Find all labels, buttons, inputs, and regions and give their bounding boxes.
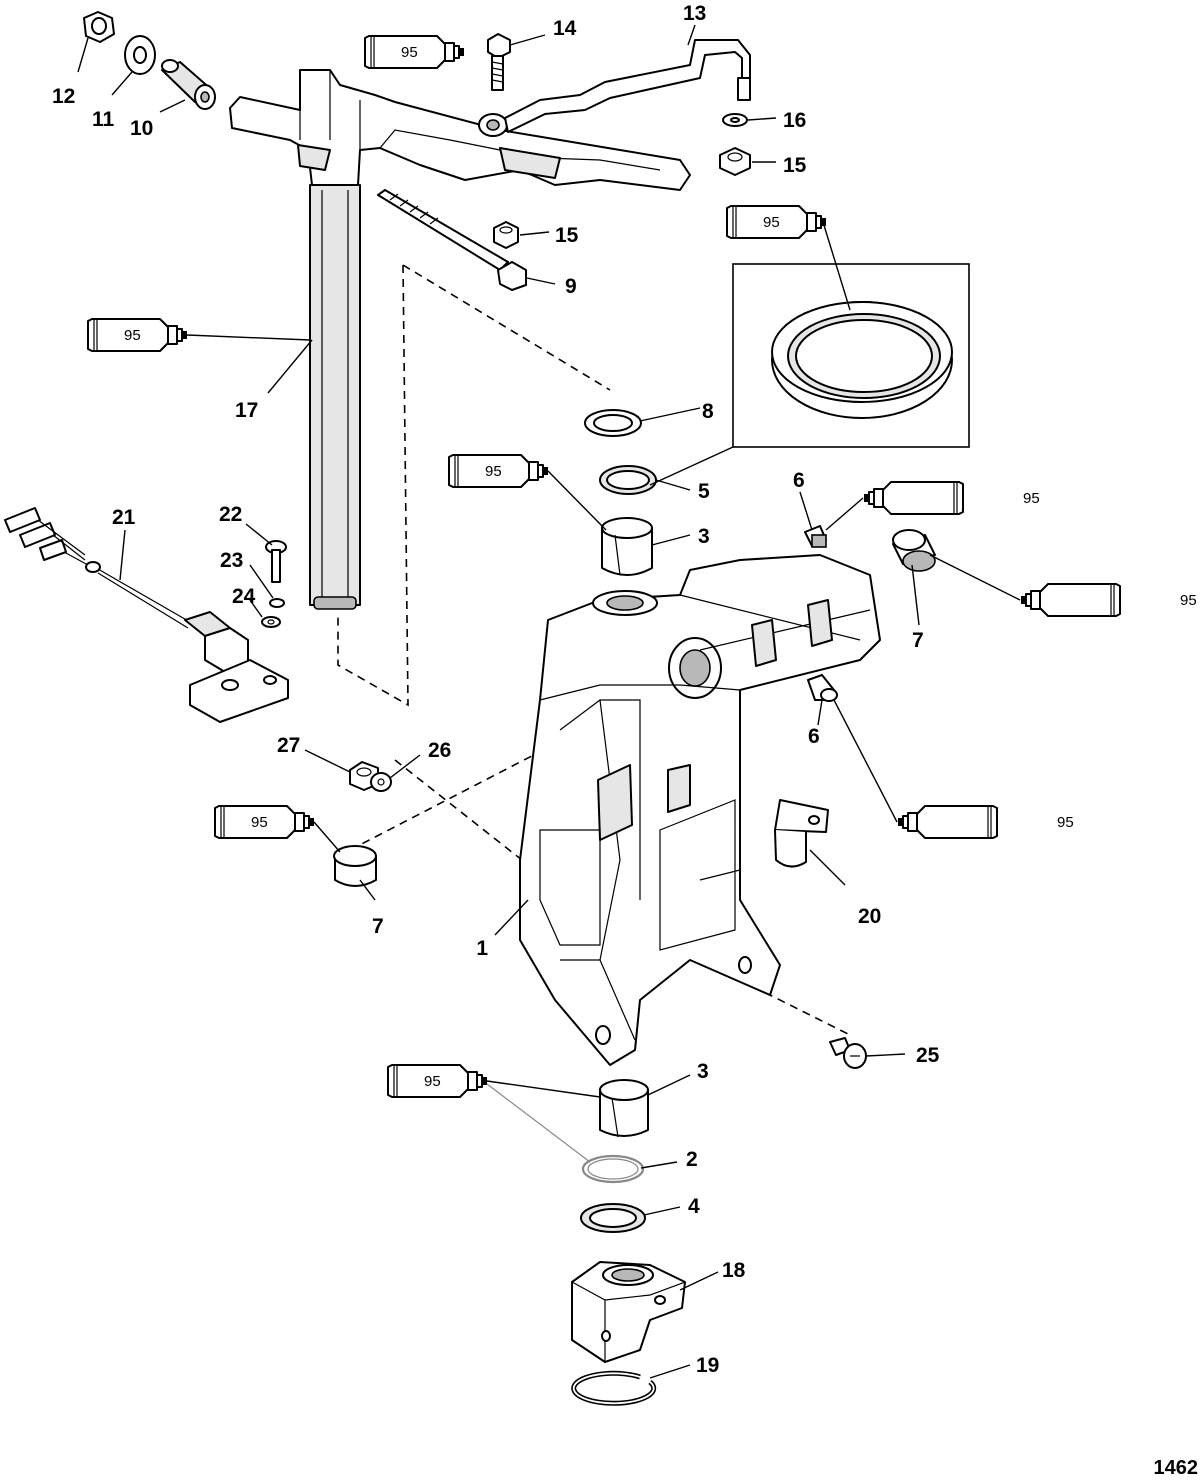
callout-15-right: 15 bbox=[783, 154, 807, 177]
bushing-7-left bbox=[333, 845, 377, 887]
sealant-tube-label: 95 bbox=[763, 214, 780, 231]
bolt-14 bbox=[487, 33, 511, 91]
callout-8: 8 bbox=[702, 400, 714, 423]
sealant-tube-95-fitting-upper: 95 bbox=[863, 481, 1040, 515]
sealant-tube-label: 95 bbox=[251, 814, 268, 831]
callout-15-upper: 15 bbox=[555, 224, 579, 247]
bushing-3-lower bbox=[599, 1079, 649, 1138]
callout-17: 17 bbox=[235, 399, 258, 422]
bushing-7-right bbox=[892, 529, 936, 572]
callout-14: 14 bbox=[553, 17, 577, 40]
callout-9: 9 bbox=[565, 275, 577, 298]
swivel-bracket bbox=[519, 554, 881, 1066]
callout-20: 20 bbox=[858, 905, 881, 928]
callout-7-left: 7 bbox=[372, 915, 384, 938]
bushing-3-upper bbox=[601, 517, 653, 576]
sealant-tube-label: 95 bbox=[401, 44, 418, 61]
callout-3-lower: 3 bbox=[697, 1060, 709, 1083]
washer-26 bbox=[370, 772, 392, 792]
callout-26: 26 bbox=[428, 739, 451, 762]
snap-ring-19 bbox=[571, 1370, 657, 1406]
sealant-tube-95-arm: 95 bbox=[87, 318, 188, 352]
callout-6-upper: 6 bbox=[793, 469, 805, 492]
sealant-tube-95-bushing-left: 95 bbox=[214, 805, 315, 839]
trim-sensor-21 bbox=[4, 507, 289, 723]
callout-3-upper: 3 bbox=[698, 525, 710, 548]
callout-11: 11 bbox=[92, 108, 115, 131]
sealant-tube-95-top: 95 bbox=[364, 35, 465, 69]
sealant-tube-label: 95 bbox=[485, 463, 502, 480]
bushing-10 bbox=[161, 59, 216, 110]
callout-22: 22 bbox=[219, 503, 242, 526]
nut-15-right bbox=[719, 147, 751, 176]
sealant-tube-label: 95 bbox=[1057, 814, 1074, 831]
washer-8 bbox=[584, 409, 642, 437]
washer-16 bbox=[722, 113, 748, 127]
sealant-tube-label: 95 bbox=[1023, 490, 1040, 507]
steering-yoke-18 bbox=[571, 1261, 686, 1363]
nut-15-upper bbox=[493, 221, 519, 249]
long-bolt bbox=[377, 189, 527, 291]
sealant-tube-95-seal: 95 bbox=[726, 205, 827, 239]
callout-27: 27 bbox=[277, 734, 300, 757]
steering-arm-assembly bbox=[229, 69, 691, 610]
callout-10: 10 bbox=[130, 117, 153, 140]
sealant-tube-95-bushing-right: 95 bbox=[1020, 583, 1197, 617]
callout-18: 18 bbox=[722, 1259, 746, 1282]
washer-11 bbox=[124, 35, 156, 75]
washer-24 bbox=[261, 616, 281, 628]
callout-7-right: 7 bbox=[912, 629, 924, 652]
screw-25 bbox=[829, 1037, 867, 1069]
figure-number: 1462 bbox=[1154, 1457, 1199, 1479]
sealant-tube-label: 95 bbox=[1180, 592, 1197, 609]
leader-lines bbox=[77, 24, 1021, 1379]
sealant-tube-95-bushing: 95 bbox=[448, 454, 549, 488]
seal-5 bbox=[599, 465, 657, 495]
callout-4: 4 bbox=[688, 1195, 700, 1218]
clip-20 bbox=[774, 799, 829, 868]
sealant-tube-label: 95 bbox=[124, 327, 141, 344]
sealant-tube-label: 95 bbox=[424, 1073, 441, 1090]
washer-23 bbox=[269, 598, 285, 608]
sealant-tube-95-lower: 95 bbox=[387, 1064, 488, 1098]
seal-detail-box bbox=[732, 263, 970, 448]
callout-labels: 1 2 3 3 4 5 6 6 7 7 8 9 10 11 12 13 14 1… bbox=[52, 2, 940, 1377]
callout-5: 5 bbox=[698, 480, 710, 503]
callout-24: 24 bbox=[232, 585, 256, 608]
callout-16: 16 bbox=[783, 109, 806, 132]
seal-4 bbox=[580, 1203, 646, 1233]
sealant-tube-95-fitting-lower: 95 bbox=[897, 805, 1074, 839]
callout-13: 13 bbox=[683, 2, 706, 25]
callout-6-lower: 6 bbox=[808, 725, 820, 748]
steering-link-13 bbox=[478, 39, 751, 137]
callout-23: 23 bbox=[220, 549, 243, 572]
o-ring-2 bbox=[581, 1154, 645, 1184]
screw-22 bbox=[265, 540, 287, 583]
callout-21: 21 bbox=[112, 506, 136, 529]
callout-25: 25 bbox=[916, 1044, 940, 1067]
grease-fitting-6-upper bbox=[804, 525, 827, 548]
callout-19: 19 bbox=[696, 1354, 719, 1377]
callout-1: 1 bbox=[476, 937, 488, 960]
nut-12 bbox=[83, 11, 115, 43]
grease-fitting-6-lower bbox=[807, 674, 838, 702]
callout-2: 2 bbox=[686, 1148, 698, 1171]
callout-12: 12 bbox=[52, 85, 75, 108]
